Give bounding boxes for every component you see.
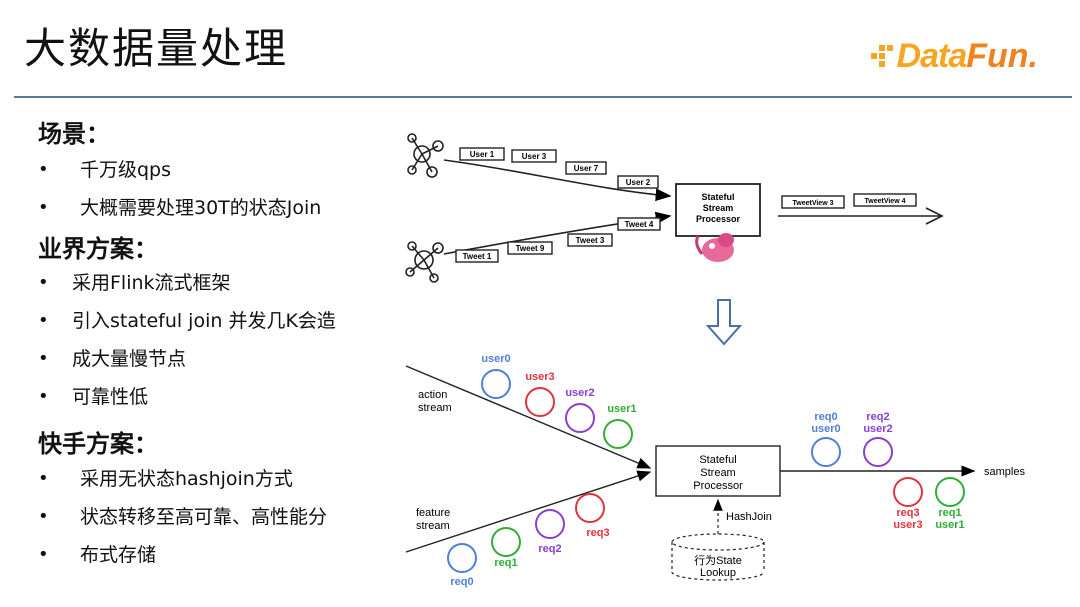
hashjoin-label: HashJoin	[726, 511, 772, 523]
action-stream-label: action	[418, 389, 447, 401]
feature-item-circle	[491, 527, 521, 557]
action-item-label: user0	[481, 353, 510, 365]
user-network-icon	[407, 133, 444, 178]
logo-text-data: Data	[896, 36, 968, 75]
output-pair-circle	[893, 477, 923, 507]
feature-item-label: req0	[450, 576, 473, 588]
industry-item-continued: 成大量慢节点	[38, 340, 368, 378]
samples-label: samples	[984, 466, 1025, 478]
action-items: user0 user3 user2 user1	[481, 353, 637, 449]
action-stream-line	[405, 365, 652, 469]
tweet-tag-label: Tweet 4	[625, 220, 654, 229]
industry-item: 采用Flink流式框架	[38, 264, 368, 302]
output-tag-label: TweetView 4	[865, 198, 906, 205]
output-pair-label: req2	[866, 411, 889, 423]
user-tag-label: User 1	[470, 150, 495, 159]
architecture-diagram: User 1 User 3 User 7 User 2 Tweet 1 Twee…	[405, 133, 1025, 588]
action-item-circle	[525, 387, 555, 417]
output-tags: TweetView 3 TweetView 4	[781, 193, 917, 209]
output-pair-circle	[811, 437, 841, 467]
industry-section: 业界方案： 采用Flink流式框架 引入stateful join 并发几K会造…	[38, 235, 368, 416]
state-lookup-cylinder	[671, 533, 765, 581]
kuaishou-heading: 快手方案：	[38, 429, 158, 458]
feature-item-circle	[447, 543, 477, 573]
down-arrow-icon	[705, 299, 743, 346]
output-pair-label: req0	[814, 411, 837, 423]
user-tag-label: User 2	[626, 178, 651, 187]
top-output-arrowhead	[925, 207, 944, 225]
tweet-network-icon	[405, 241, 444, 283]
industry-heading: 业界方案：	[38, 234, 158, 263]
tweet-tag-label: Tweet 9	[516, 244, 545, 253]
feature-item-label: req1	[494, 557, 517, 569]
action-item-circle	[481, 369, 511, 399]
bottom-processor-line: Stateful	[699, 454, 736, 466]
action-item-circle	[565, 403, 595, 433]
squirrel-mascot-icon	[695, 233, 734, 262]
kuaishou-item-continued: 布式存储	[38, 536, 368, 574]
output-pair-label: user3	[893, 519, 922, 531]
left-text-panel: 场景： 千万级qps 大概需要处理30T的状态Join 业界方案： 采用Flin…	[38, 120, 368, 574]
industry-item: 引入stateful join 并发几K会造	[38, 302, 368, 340]
scene-section: 场景： 千万级qps 大概需要处理30T的状态Join	[38, 120, 368, 227]
action-item-label: user1	[607, 403, 636, 415]
action-stream-label: stream	[418, 402, 452, 414]
output-pair-label: user0	[811, 423, 840, 435]
kuaishou-item: 采用无状态hashjoin方式	[38, 460, 368, 498]
kuaishou-item: 状态转移至高可靠、高性能分	[38, 498, 368, 536]
feature-stream-label: feature	[416, 507, 450, 519]
logo-text-fun: Fun.	[966, 36, 1038, 75]
action-item-circle	[603, 419, 633, 449]
output-pair-label: user1	[935, 519, 964, 531]
action-item-label: user3	[525, 371, 554, 383]
top-processor-line: Stream	[703, 203, 734, 213]
user-stream-curve	[443, 159, 672, 202]
output-tag-label: TweetView 3	[793, 200, 834, 207]
tweet-tags: Tweet 1 Tweet 9 Tweet 3 Tweet 4	[455, 217, 661, 263]
user-tag-label: User 7	[574, 164, 599, 173]
feature-item-label: req2	[538, 543, 561, 555]
output-pair-label: req3	[896, 507, 919, 519]
user-tags: User 1 User 3 User 7 User 2	[459, 147, 659, 189]
output-pair-circle	[863, 437, 893, 467]
feature-item-circle	[535, 509, 565, 539]
scene-item: 大概需要处理30T的状态Join	[38, 189, 368, 227]
output-pair-label: req1	[938, 507, 961, 519]
top-processor-box: Stateful Stream Processor	[675, 183, 761, 237]
top-processor-line: Processor	[696, 214, 741, 224]
kuaishou-section: 快手方案： 采用无状态hashjoin方式 状态转移至高可靠、高性能分 布式存储	[38, 430, 368, 575]
tweet-tag-label: Tweet 3	[576, 236, 605, 245]
state-lookup-label: Lookup	[700, 567, 736, 579]
state-lookup-label: 行为State	[694, 554, 742, 567]
feature-stream-label: stream	[416, 520, 450, 532]
feature-items: req0 req1 req2 req3	[447, 493, 610, 588]
top-processor-line: Stateful	[701, 192, 734, 202]
bottom-processor-box: Stateful Stream Processor	[655, 445, 781, 497]
output-pair-circle	[935, 477, 965, 507]
output-pair-label: user2	[863, 423, 892, 435]
feature-stream-line	[405, 470, 652, 553]
tweet-tag-label: Tweet 1	[463, 252, 492, 261]
page-title: 大数据量处理	[24, 24, 289, 73]
title-divider	[14, 96, 1072, 98]
feature-item-circle	[575, 493, 605, 523]
action-item-label: user2	[565, 387, 594, 399]
scene-heading: 场景：	[38, 120, 110, 148]
scene-item: 千万级qps	[38, 151, 368, 189]
bottom-processor-line: Stream	[700, 467, 735, 479]
logo-dots-icon	[870, 45, 893, 67]
output-pairs-top: req0 user0 req2 user2	[811, 411, 893, 467]
industry-item: 可靠性低	[38, 378, 368, 416]
user-tag-label: User 3	[522, 152, 547, 161]
feature-item-label: req3	[586, 527, 609, 539]
output-pairs-bottom: req3 user3 req1 user1	[893, 477, 965, 531]
bottom-processor-line: Processor	[693, 480, 743, 492]
